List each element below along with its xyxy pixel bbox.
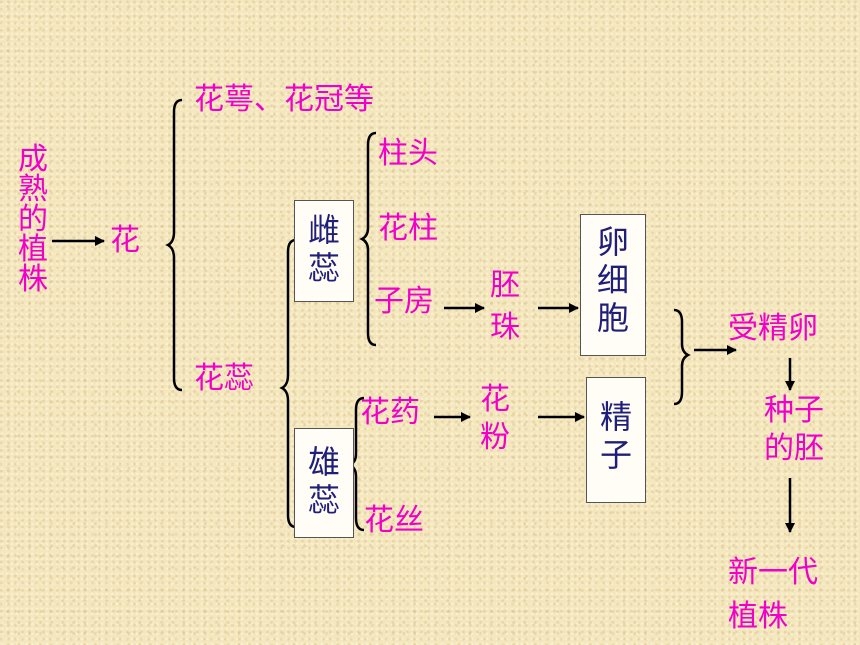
node-style: 花柱: [378, 211, 438, 246]
node-new-plant-line1: 新一代: [728, 555, 818, 590]
box-stamen: 雄蕊: [294, 428, 354, 538]
node-anther: 花药: [360, 395, 420, 430]
node-filament: 花丝: [364, 503, 424, 538]
node-ovule: 胚珠: [490, 268, 520, 345]
box-egg-cell: 卵细胞: [580, 214, 646, 356]
node-seed-embryo: 种子的胚: [764, 393, 824, 466]
brace-flower: [165, 98, 183, 392]
brace-fertilization: [673, 308, 691, 406]
node-pistil-stamen: 花蕊: [194, 361, 254, 396]
node-stigma: 柱头: [378, 136, 438, 171]
node-new-plant-line2: 植株: [728, 599, 788, 634]
node-fertilized-egg: 受精卵: [728, 311, 818, 346]
box-sperm: 精子: [586, 377, 646, 503]
brace-pistil: [359, 131, 377, 347]
node-flower: 花: [110, 223, 140, 258]
node-pollen: 花粉: [480, 382, 510, 455]
node-mature-plant: 成熟的植株: [18, 142, 48, 297]
brace-pistil-stamen: [279, 238, 297, 529]
node-ovary: 子房: [374, 284, 434, 319]
node-sepal-petal: 花萼、花冠等: [194, 82, 374, 117]
box-pistil: 雌蕊: [294, 200, 354, 302]
